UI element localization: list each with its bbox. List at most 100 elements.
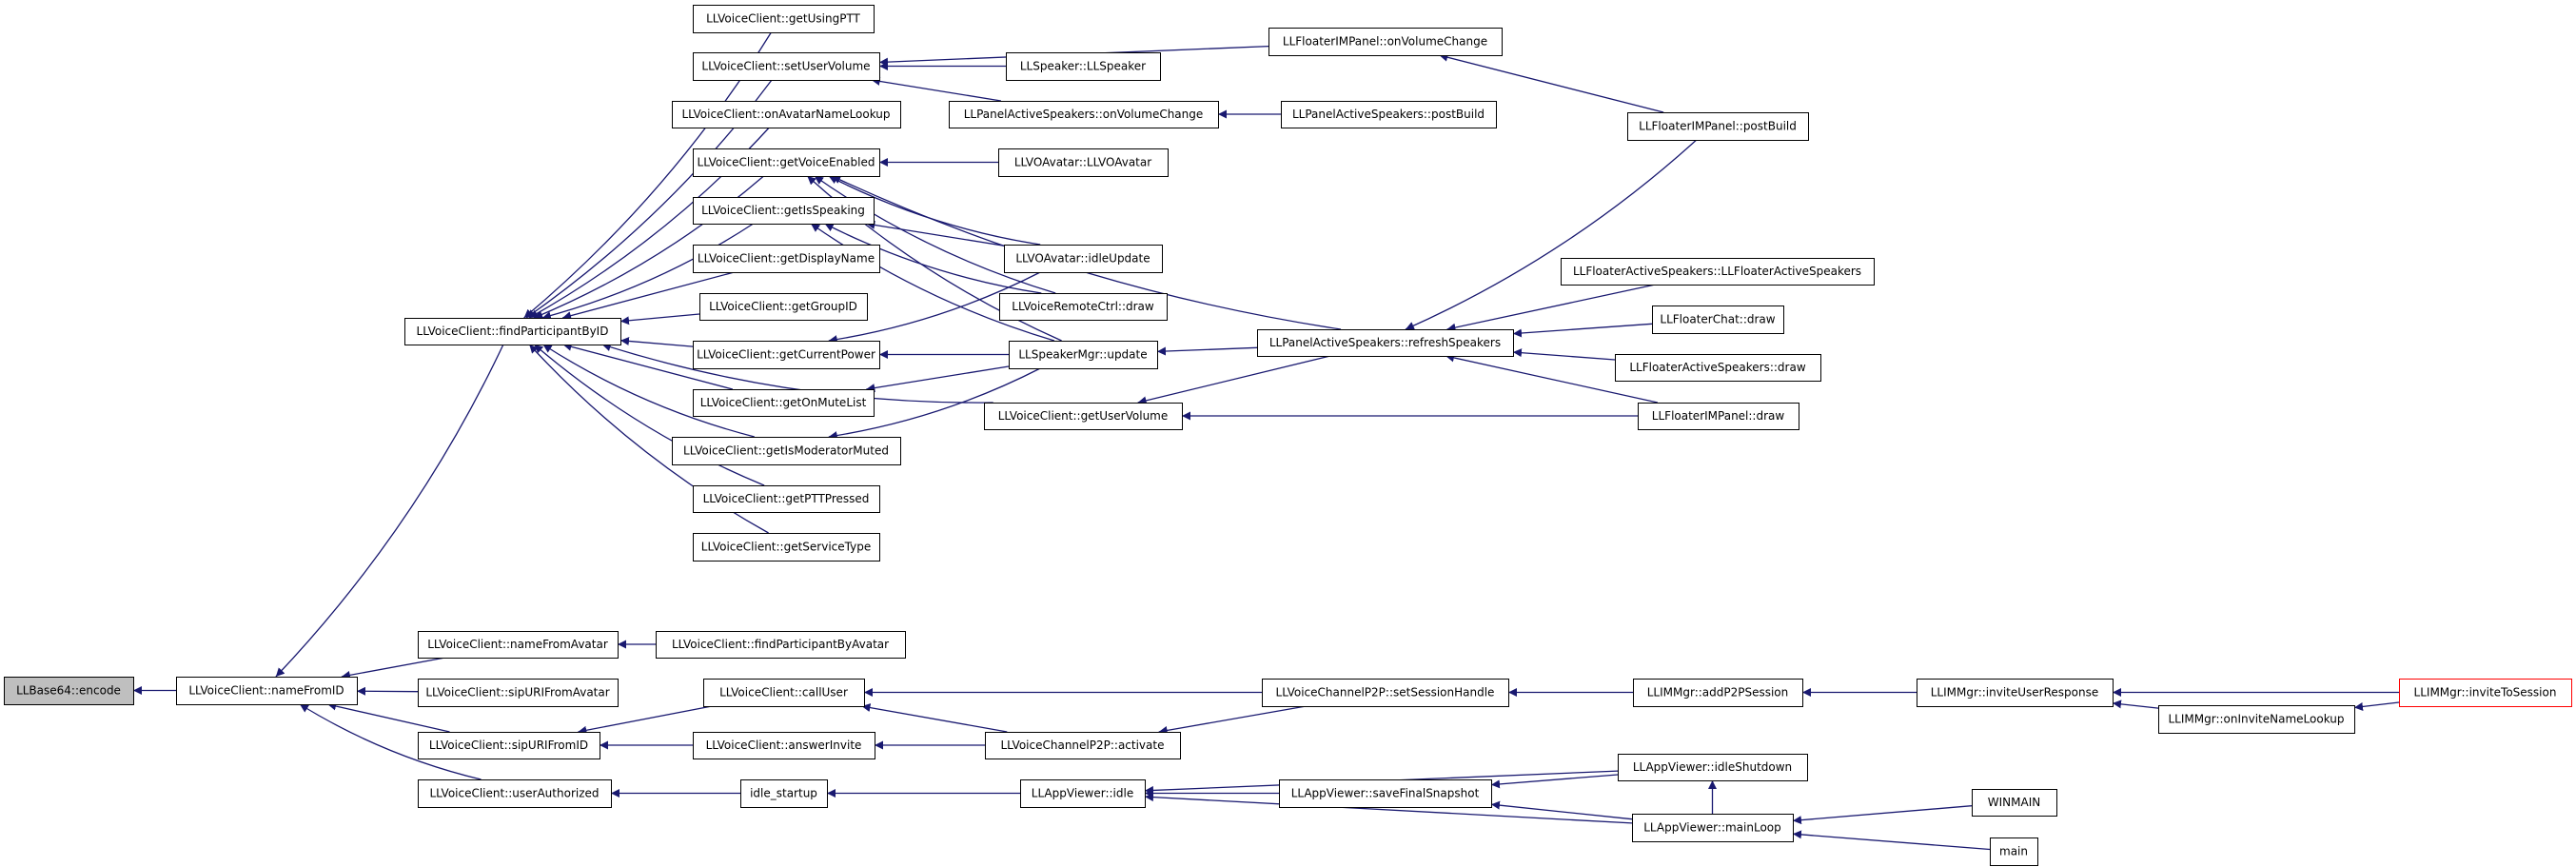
node-label: LLVoiceClient::getCurrentPower xyxy=(697,348,875,362)
node-label: LLVoiceClient::getDisplayName xyxy=(698,252,875,266)
node-label: LLFloaterIMPanel::draw xyxy=(1652,409,1785,423)
node-label: LLVOAvatar::LLVOAvatar xyxy=(1014,156,1151,169)
node-sipURIFromAvatar[interactable]: LLVoiceClient::sipURIFromAvatar xyxy=(418,679,619,707)
edge-vrcDraw-to-getVoiceEnabled xyxy=(814,175,1056,294)
node-getUsingPTT[interactable]: LLVoiceClient::getUsingPTT xyxy=(693,5,875,33)
node-box xyxy=(1020,779,1146,808)
edge-getDisplayName-to-findParticipantByID xyxy=(561,271,735,321)
node-box xyxy=(656,631,906,659)
node-sipURIFromID[interactable]: LLVoiceClient::sipURIFromID xyxy=(418,732,600,759)
node-fcDraw[interactable]: LLFloaterChat::draw xyxy=(1652,305,1784,334)
node-label: LLVoiceClient::onAvatarNameLookup xyxy=(681,108,890,121)
node-label: LLPanelActiveSpeakers::refreshSpeakers xyxy=(1269,336,1501,349)
node-box xyxy=(999,293,1168,321)
edge-refreshSpeakers-to-getUserVolume xyxy=(1137,355,1330,405)
node-label: LLVoiceClient::getUserVolume xyxy=(998,409,1169,423)
node-nameFromAvatar[interactable]: LLVoiceClient::nameFromAvatar xyxy=(418,631,619,659)
node-inviteToSession[interactable]: LLIMMgr::inviteToSession xyxy=(2399,679,2572,707)
node-getGroupID[interactable]: LLVoiceClient::getGroupID xyxy=(699,293,868,321)
node-getPTTPressed[interactable]: LLVoiceClient::getPTTPressed xyxy=(693,485,880,513)
node-activate[interactable]: LLVoiceChannelP2P::activate xyxy=(985,732,1181,759)
edge-fimPostBuild-to-fimOnVolumeChange xyxy=(1439,52,1664,113)
node-inviteUserResponse[interactable]: LLIMMgr::inviteUserResponse xyxy=(1917,679,2114,707)
node-getOnMuteList[interactable]: LLVoiceClient::getOnMuteList xyxy=(693,389,875,417)
node-label: LLBase64::encode xyxy=(16,684,121,698)
node-vrcDraw[interactable]: LLVoiceRemoteCtrl::draw xyxy=(999,293,1168,321)
node-box xyxy=(418,779,612,808)
edge-refreshSpeakers-to-smUpdate xyxy=(1156,346,1258,356)
node-encode[interactable]: LLBase64::encode xyxy=(4,677,134,705)
node-label: LLIMMgr::inviteUserResponse xyxy=(1931,686,2099,700)
node-label: WINMAIN xyxy=(1988,796,2040,809)
node-box xyxy=(693,5,875,33)
node-setSessionHandle[interactable]: LLVoiceChannelP2P::setSessionHandle xyxy=(1262,679,1509,707)
node-box xyxy=(1006,52,1161,81)
node-getVoiceEnabled[interactable]: LLVoiceClient::getVoiceEnabled xyxy=(693,148,880,177)
node-label: LLVoiceClient::getGroupID xyxy=(709,300,857,313)
node-box xyxy=(1638,403,1799,430)
edge-getCurrentPower-to-findParticipantByID xyxy=(619,336,694,347)
node-avIdle[interactable]: LLAppViewer::idle xyxy=(1020,779,1146,808)
node-label: LLIMMgr::addP2PSession xyxy=(1647,686,1789,700)
node-label: LLVoiceClient::answerInvite xyxy=(706,739,862,752)
edge-setSessionHandle-to-activate xyxy=(1158,705,1307,735)
edge-sipURIFromAvatar-to-nameFromID xyxy=(356,686,419,696)
edge-fasDraw-to-refreshSpeakers xyxy=(1512,348,1616,361)
node-pasOnVolumeChange[interactable]: LLPanelActiveSpeakers::onVolumeChange xyxy=(949,101,1219,128)
node-label: LLVoiceChannelP2P::setSessionHandle xyxy=(1276,686,1495,700)
node-onAvatarNameLookup[interactable]: LLVoiceClient::onAvatarNameLookup xyxy=(672,101,901,128)
node-label: LLVoiceClient::userAuthorized xyxy=(429,787,599,800)
node-fasDraw[interactable]: LLFloaterActiveSpeakers::draw xyxy=(1615,354,1821,382)
node-getServiceType[interactable]: LLVoiceClient::getServiceType xyxy=(693,533,880,562)
node-fimDraw[interactable]: LLFloaterIMPanel::draw xyxy=(1638,403,1799,430)
node-main[interactable]: main xyxy=(1990,837,2038,866)
node-callUser[interactable]: LLVoiceClient::callUser xyxy=(703,679,865,707)
edge-smUpdate-to-getOnMuteList xyxy=(866,365,1010,393)
node-label: main xyxy=(1999,845,2028,858)
node-box xyxy=(1618,754,1808,781)
node-setUserVolume[interactable]: LLVoiceClient::setUserVolume xyxy=(693,52,880,81)
node-idleStartup[interactable]: idle_startup xyxy=(740,779,828,808)
edge-onInviteNameLookup-to-inviteUserResponse xyxy=(2112,700,2159,709)
edge-smUpdate-to-getIsSpeaking xyxy=(810,223,1055,342)
node-label: LLAppViewer::idleShutdown xyxy=(1633,760,1792,774)
node-box xyxy=(693,485,880,513)
node-label: LLSpeaker::LLSpeaker xyxy=(1020,60,1146,73)
node-nameFromID[interactable]: LLVoiceClient::nameFromID xyxy=(176,677,358,705)
node-getDisplayName[interactable]: LLVoiceClient::getDisplayName xyxy=(693,245,880,273)
node-fimOnVolumeChange[interactable]: LLFloaterIMPanel::onVolumeChange xyxy=(1268,28,1503,56)
node-onInviteNameLookup[interactable]: LLIMMgr::onInviteNameLookup xyxy=(2158,705,2355,734)
node-box xyxy=(693,341,880,369)
node-findParticipantByID[interactable]: LLVoiceClient::findParticipantByID xyxy=(404,318,621,345)
node-label: LLSpeakerMgr::update xyxy=(1018,348,1147,362)
node-box xyxy=(1268,28,1503,56)
node-findParticipantByAvatar[interactable]: LLVoiceClient::findParticipantByAvatar xyxy=(656,631,906,659)
node-llSpeaker[interactable]: LLSpeaker::LLSpeaker xyxy=(1006,52,1161,81)
node-userAuthorized[interactable]: LLVoiceClient::userAuthorized xyxy=(418,779,612,808)
edge-userAuthorized-to-nameFromID xyxy=(299,703,482,780)
node-mainLoop[interactable]: LLAppViewer::mainLoop xyxy=(1632,814,1794,842)
node-smUpdate[interactable]: LLSpeakerMgr::update xyxy=(1009,341,1158,369)
node-fimPostBuild[interactable]: LLFloaterIMPanel::postBuild xyxy=(1627,112,1809,141)
node-idleUpdate[interactable]: LLVOAvatar::idleUpdate xyxy=(1004,245,1163,273)
edge-idleUpdate-to-getCurrentPower xyxy=(828,271,1041,345)
node-getIsModeratorMuted[interactable]: LLVoiceClient::getIsModeratorMuted xyxy=(672,437,901,465)
node-getCurrentPower[interactable]: LLVoiceClient::getCurrentPower xyxy=(693,341,880,369)
node-label: LLVoiceClient::getOnMuteList xyxy=(700,396,867,409)
node-llvoAvatar[interactable]: LLVOAvatar::LLVOAvatar xyxy=(998,148,1169,177)
node-label: LLVOAvatar::idleUpdate xyxy=(1015,252,1150,266)
node-saveFinalSnapshot[interactable]: LLAppViewer::saveFinalSnapshot xyxy=(1279,779,1492,808)
node-fasCtor[interactable]: LLFloaterActiveSpeakers::LLFloaterActive… xyxy=(1561,258,1875,286)
node-idleShutdown[interactable]: LLAppViewer::idleShutdown xyxy=(1618,754,1808,781)
node-label: LLVoiceClient::nameFromID xyxy=(188,684,344,698)
node-refreshSpeakers[interactable]: LLPanelActiveSpeakers::refreshSpeakers xyxy=(1257,329,1514,357)
edge-findParticipantByID-to-nameFromID xyxy=(275,344,504,678)
node-getUserVolume[interactable]: LLVoiceClient::getUserVolume xyxy=(984,403,1183,430)
edge-fimDraw-to-refreshSpeakers xyxy=(1445,353,1659,404)
node-label: LLFloaterChat::draw xyxy=(1660,313,1775,326)
node-pasPostBuild[interactable]: LLPanelActiveSpeakers::postBuild xyxy=(1281,101,1497,128)
node-answerInvite[interactable]: LLVoiceClient::answerInvite xyxy=(693,732,875,759)
node-getIsSpeaking[interactable]: LLVoiceClient::getIsSpeaking xyxy=(693,197,875,225)
node-winmain[interactable]: WINMAIN xyxy=(1972,789,2057,817)
node-addP2PSession[interactable]: LLIMMgr::addP2PSession xyxy=(1633,679,1803,707)
